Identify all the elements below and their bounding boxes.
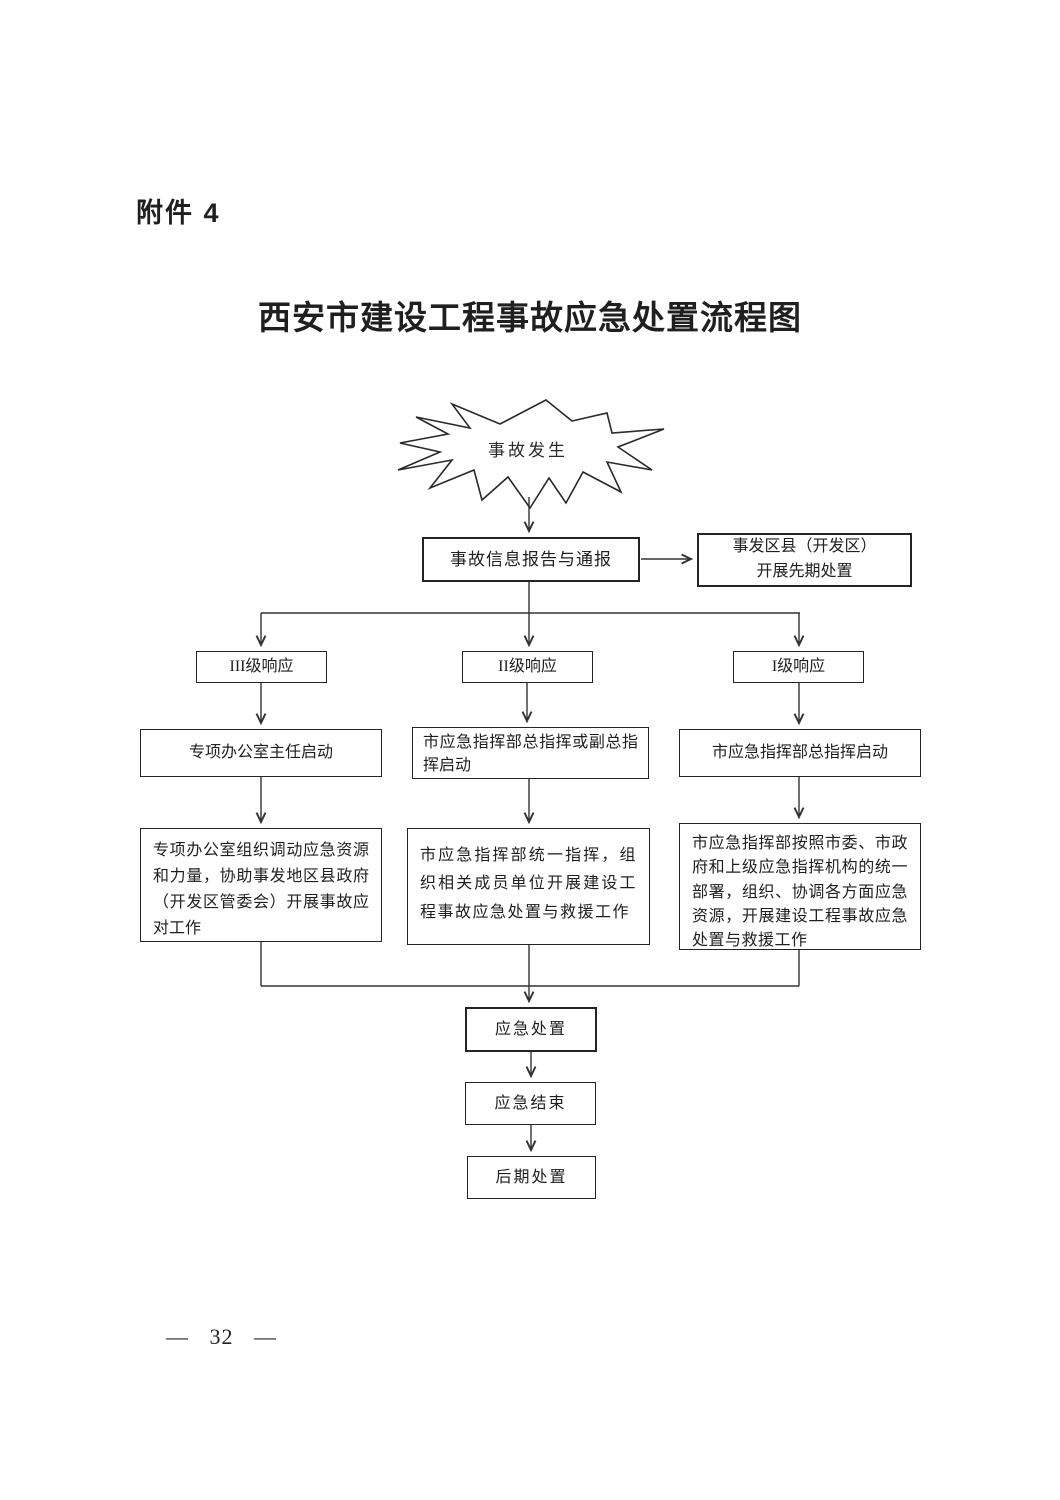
node-level3-response: III级响应 [196, 651, 327, 683]
node-level3-action: 专项办公室组织调动应急资源和力量，协助事发地区县政府（开发区管委会）开展事故应对… [140, 828, 382, 942]
prelim-line2: 开展先期处置 [756, 563, 853, 580]
node-level1-action: 市应急指挥部按照市委、市政府和上级应急指挥机构的统一部署，组织、协调各方面应急资… [679, 823, 921, 950]
node-level2-response: II级响应 [462, 651, 593, 683]
attachment-label: 附件 4 [136, 198, 221, 228]
node-emergency-end: 应急结束 [465, 1082, 596, 1125]
node-level1-response: I级响应 [733, 651, 864, 683]
node-post-disposal: 后期处置 [467, 1156, 596, 1199]
node-level2-action: 市应急指挥部统一指挥，组织相关成员单位开展建设工程事故应急处置与救援工作 [407, 828, 650, 945]
node-report-notify: 事故信息报告与通报 [422, 537, 640, 582]
page-title: 西安市建设工程事故应急处置流程图 [258, 301, 802, 337]
prelim-line1: 事发区县（开发区） [732, 538, 877, 556]
node-level3-activation: 专项办公室主任启动 [140, 729, 382, 777]
node-level2-activation: 市应急指挥部总指挥或副总指挥启动 [412, 727, 649, 779]
node-level1-activation: 市应急指挥部总指挥启动 [679, 729, 921, 777]
accident-burst-shape [397, 399, 665, 510]
node-prelim-disposal: 事发区县（开发区） 开展先期处置 [697, 533, 912, 587]
page-number: — 32 — [166, 1324, 277, 1349]
node-emergency-disposal: 应急处置 [465, 1007, 597, 1052]
node-accident-occurs: 事故发生 [488, 441, 568, 460]
